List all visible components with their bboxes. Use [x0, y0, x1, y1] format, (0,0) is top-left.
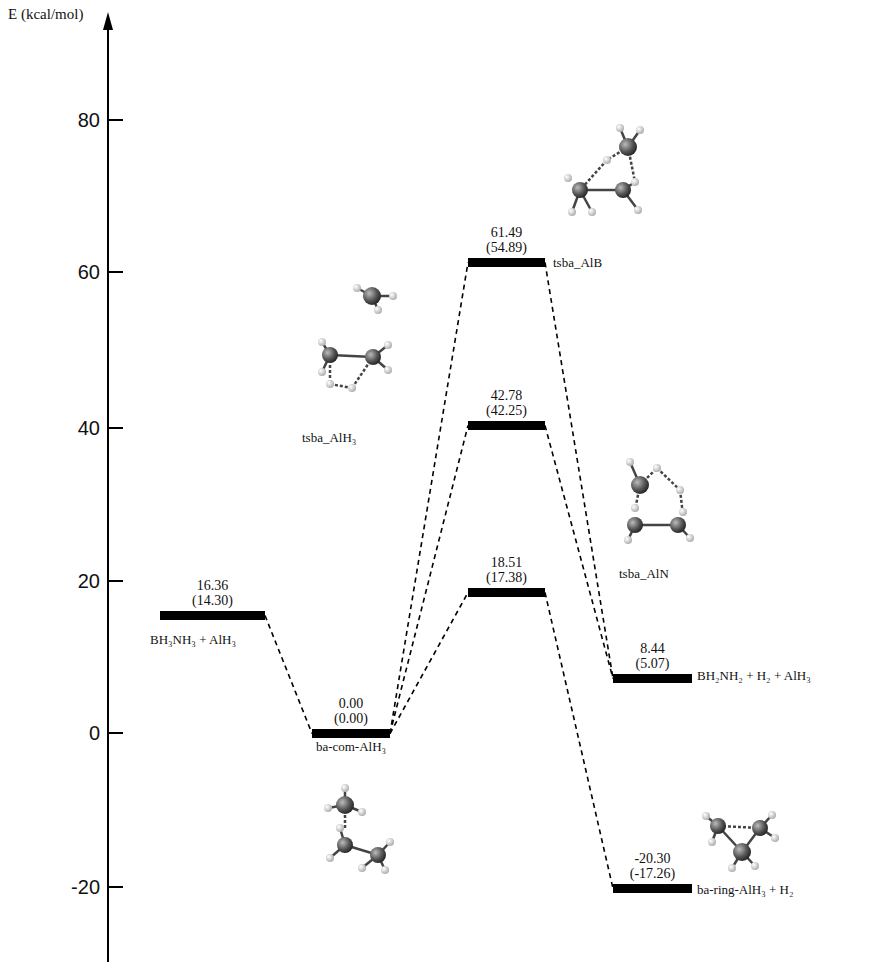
species-name: tsba_AlH₃: [302, 430, 356, 445]
reaction-path: [545, 263, 613, 679]
energy-value-zpe: (42.25): [486, 403, 527, 418]
species-name: BH₂NH₂ + H₂ + AlH₃: [697, 668, 811, 683]
energy-value-zpe: (-17.26): [630, 866, 676, 881]
energy-value: 61.49: [491, 225, 523, 240]
axis-tick-label: 60: [78, 261, 100, 283]
species-name: tsba_AlB: [553, 255, 602, 270]
energy-level: 42.78(42.25)tsba_AlH₃: [468, 421, 545, 430]
energy-value: -20.30: [634, 851, 670, 866]
reaction-path: [390, 593, 468, 734]
energy-level: 18.51(17.38)tsba_AlN: [468, 588, 545, 597]
axis-tick-label: -20: [71, 876, 100, 898]
species-name: tsba_AlN: [619, 566, 669, 581]
reaction-path: [265, 616, 312, 734]
energy-value-zpe: (17.38): [486, 570, 527, 585]
molecule-figures: [318, 124, 779, 874]
reaction-path: [545, 593, 613, 889]
species-name: BH₃NH₃ + AlH₃: [150, 632, 236, 647]
energy-value: 16.36: [197, 578, 229, 593]
reaction-path: [390, 263, 468, 734]
energy-level: 61.49(54.89)tsba_AlB: [468, 258, 545, 267]
axis-arrowhead: [103, 12, 113, 30]
axis-tick-label: 20: [78, 570, 100, 592]
species-name: ba-com-AlH₃: [316, 739, 386, 754]
energy-value: 0.00: [339, 696, 364, 711]
energy-value-zpe: (14.30): [192, 593, 233, 608]
axis-tick-label: 40: [78, 417, 100, 439]
axis-tick-label: 0: [89, 722, 100, 744]
energy-value: 18.51: [491, 555, 523, 570]
energy-level: 0.00(0.00)ba-com-AlH₃: [312, 729, 390, 738]
energy-value-zpe: (5.07): [636, 656, 670, 671]
energy-axis: [108, 24, 123, 962]
energy-value: 42.78: [491, 388, 523, 403]
axis-tick-label: 80: [78, 109, 100, 131]
energy-value-zpe: (0.00): [334, 711, 368, 726]
energy-value: 8.44: [640, 641, 665, 656]
reaction-path: [390, 426, 468, 734]
energy-level: 16.36(14.30)BH₃NH₃ + AlH₃: [160, 611, 265, 620]
axis-title: E (kcal/mol): [8, 6, 83, 23]
energy-value-zpe: (54.89): [486, 240, 527, 255]
energy-level: -20.30(-17.26)ba-ring-AlH₃ + H₂: [613, 884, 692, 893]
reaction-path: [545, 426, 613, 679]
species-name: ba-ring-AlH₃ + H₂: [697, 882, 794, 897]
energy-level: 8.44(5.07)BH₂NH₂ + H₂ + AlH₃: [613, 674, 692, 683]
